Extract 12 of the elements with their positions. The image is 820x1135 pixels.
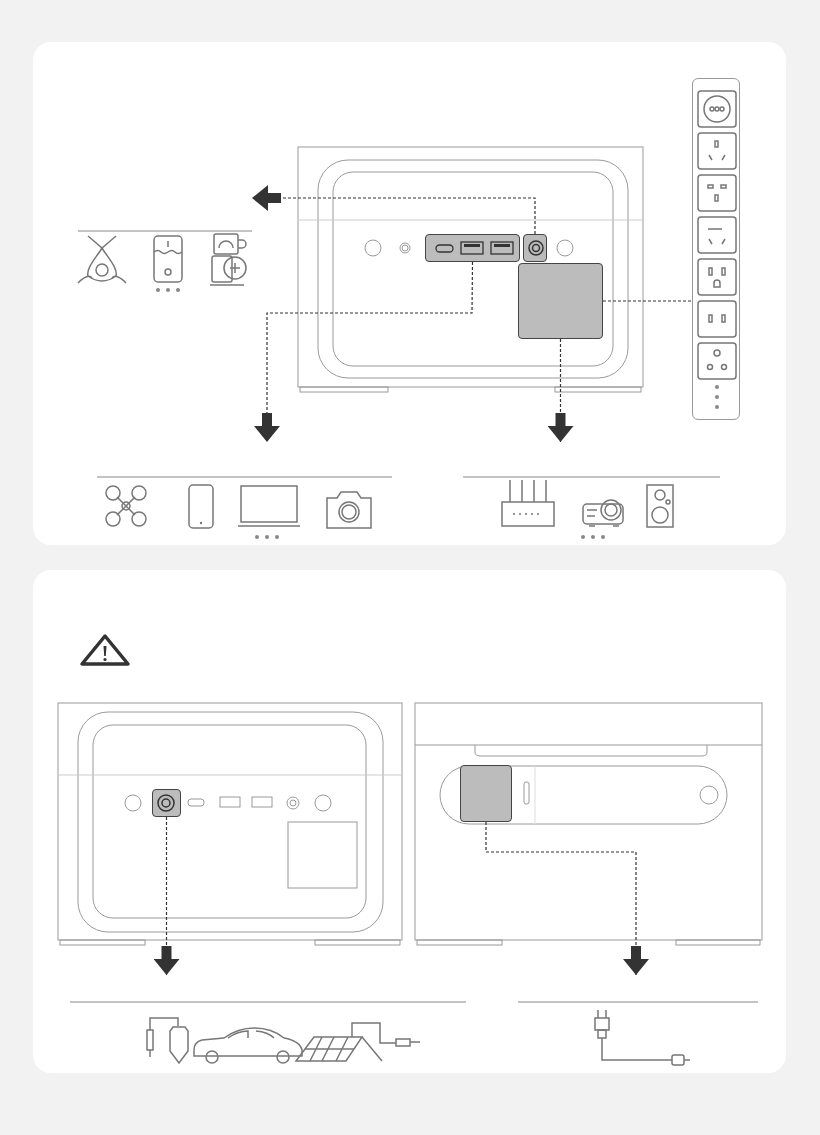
arrow [251, 185, 536, 235]
outlet-types-strip [692, 78, 740, 420]
dc-input-port [152, 789, 181, 817]
arrow [547, 338, 574, 443]
arrow [254, 261, 474, 443]
arrow [153, 816, 180, 976]
arrow [485, 821, 649, 976]
usb-port-panel [425, 234, 520, 262]
dc-output-port [523, 234, 547, 262]
connector-line [602, 300, 693, 302]
ac-input-port [460, 765, 512, 822]
ac-outlet-panel [518, 263, 603, 339]
